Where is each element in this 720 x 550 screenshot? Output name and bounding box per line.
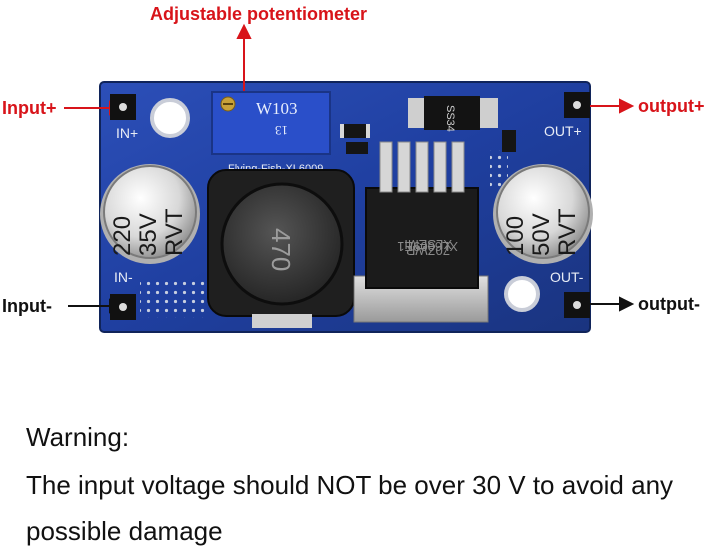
cap-in-line-1: 220: [109, 216, 136, 256]
via-grid: [140, 278, 208, 318]
ic-line-2: XL6009E1: [397, 239, 458, 254]
ic-line-3: 70ZWR: [406, 243, 450, 258]
warning-line-1: The input voltage should NOT be over 30 …: [26, 470, 674, 500]
output-plus-callout: output+: [638, 96, 705, 116]
smd-capacitor: [502, 130, 516, 152]
silk-out-minus: OUT-: [550, 269, 584, 285]
cap-out-line-2: 50V: [528, 213, 555, 256]
smd-resistor: [342, 124, 368, 138]
power-inductor: 470: [207, 169, 355, 328]
pot-sub-marking: 13: [275, 123, 288, 138]
silk-in-plus: IN+: [116, 125, 138, 141]
inductor-marking: 470: [266, 228, 296, 271]
output-capacitor: 100 50V RVT: [493, 164, 593, 264]
pot-marking: W103: [256, 99, 298, 118]
mounting-hole: [150, 98, 190, 138]
schottky-diode: SS34: [408, 96, 498, 132]
silk-out-plus: OUT+: [544, 123, 582, 139]
cap-in-line-2: 35V: [135, 213, 162, 256]
input-minus-callout: Input-: [2, 296, 52, 316]
warning-title: Warning:: [26, 422, 130, 452]
smd-capacitor: [346, 142, 368, 154]
silk-in-minus: IN-: [114, 269, 133, 285]
dc-boost-board-photo: IN+ IN- OUT+ OUT- Flying-Fish-XL6009 W10…: [64, 23, 635, 333]
via-grid: [490, 150, 508, 190]
mounting-hole: [504, 276, 540, 312]
warning-line-2: possible damage: [26, 516, 223, 546]
diode-marking: SS34: [444, 105, 456, 132]
cap-in-line-3: RVT: [161, 208, 188, 256]
terminal-pads: [110, 92, 590, 320]
input-plus-callout: Input+: [2, 98, 57, 118]
potentiometer-callout: Adjustable potentiometer: [150, 4, 368, 24]
cap-out-line-1: 100: [502, 216, 529, 256]
trimmer-potentiometer: W103 13: [211, 91, 331, 155]
cap-out-line-3: RVT: [554, 208, 581, 256]
regulator-ic: XLSEMI XL6009E1 70ZWR: [353, 141, 489, 323]
output-minus-callout: output-: [638, 294, 700, 314]
input-capacitor: 220 35V RVT: [100, 164, 200, 264]
ic-line-1: XLSEMI: [404, 237, 452, 252]
